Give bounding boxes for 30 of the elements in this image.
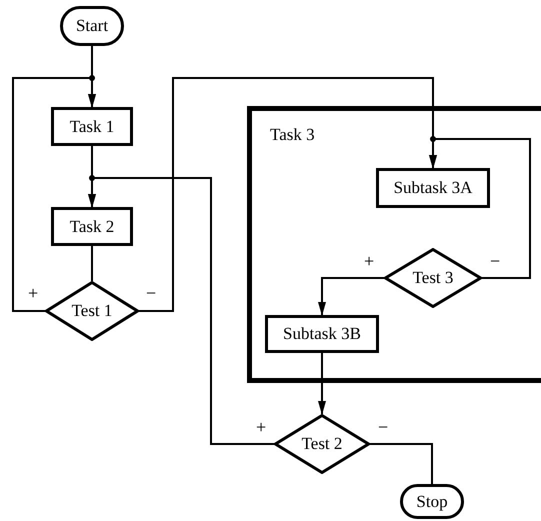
node-label: Test 1: [72, 301, 112, 321]
edge-label: −: [378, 418, 388, 436]
arrow: [318, 277, 384, 316]
edge-label: +: [256, 418, 266, 436]
node-label: Subtask 3A: [394, 178, 472, 198]
arrow: [88, 177, 274, 445]
node-label: Start: [76, 16, 108, 36]
decision-diamond: [384, 248, 482, 308]
arrow: [139, 77, 437, 312]
process-box: [376, 168, 490, 208]
node-label: Test 2: [302, 434, 342, 454]
node-label: Task 2: [70, 216, 114, 236]
edge-label: +: [364, 252, 374, 270]
decision-diamond: [45, 281, 139, 341]
process-box: [265, 315, 379, 353]
node-label: Subtask 3B: [283, 324, 361, 344]
arrow: [429, 138, 531, 279]
edge-label: −: [490, 252, 500, 270]
process-box: [51, 107, 133, 146]
node-label: Stop: [416, 492, 448, 512]
arrow: [318, 353, 326, 415]
node-label: Task 1: [70, 116, 114, 136]
node-label: Test 3: [412, 268, 454, 288]
process-box: [51, 207, 133, 246]
decision-diamond: [274, 414, 370, 474]
edge-label: +: [28, 284, 38, 302]
group-heading: Task 3: [270, 125, 315, 145]
group-box: [247, 106, 541, 383]
arrow: [12, 77, 96, 312]
edge-label: −: [146, 284, 156, 302]
